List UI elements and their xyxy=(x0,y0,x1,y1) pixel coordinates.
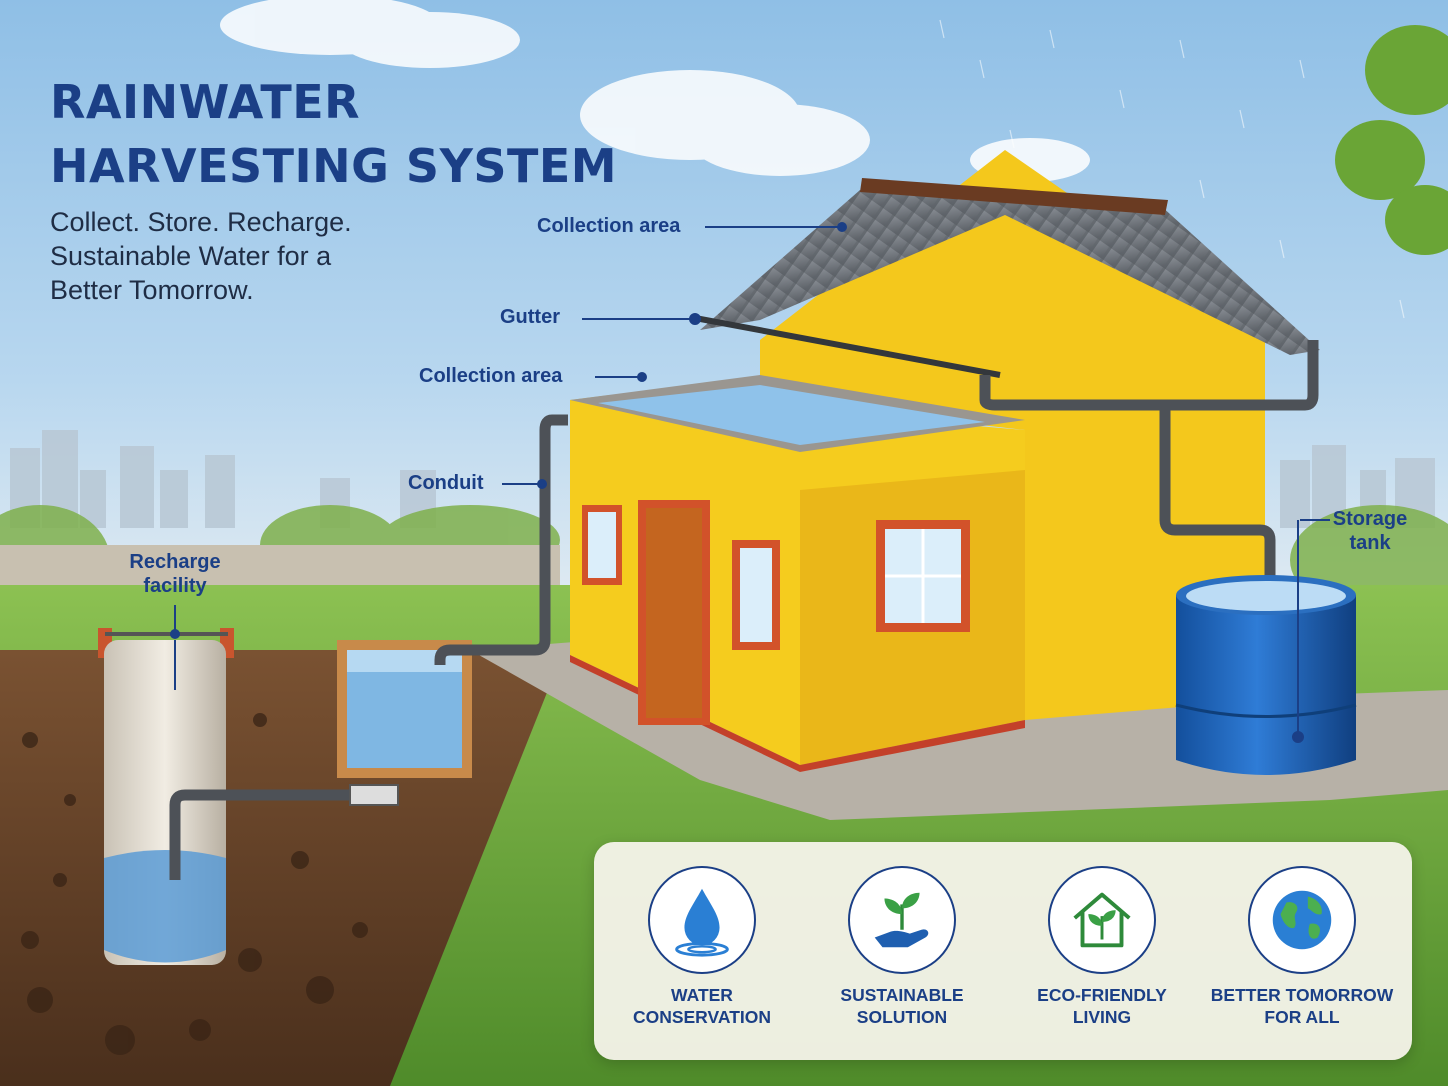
tagline-line-3: Better Tomorrow. xyxy=(50,275,254,305)
storage-label-line-1: Storage xyxy=(1332,508,1408,530)
tree-foliage xyxy=(1335,25,1448,255)
house xyxy=(570,150,1320,772)
water-drop-icon xyxy=(675,888,729,957)
label-terrace-collection-area: Collection area xyxy=(419,365,563,387)
page-title: RAINWATER HARVESTING SYSTEM xyxy=(50,70,650,198)
benefit-label: SUSTAINABLE SOLUTION xyxy=(800,984,1004,1028)
recharge-label-line-2: facility xyxy=(143,575,207,597)
benefit-water-conservation: WATER CONSERVATION xyxy=(600,842,804,1060)
benefit-label-line-1: BETTER TOMORROW xyxy=(1210,985,1394,1005)
benefit-label: WATER CONSERVATION xyxy=(600,984,804,1028)
tagline-line-1: Collect. Store. Recharge. xyxy=(50,207,352,237)
benefit-label-line-2: CONSERVATION xyxy=(632,1007,772,1027)
leader-lines xyxy=(174,222,1330,743)
tagline: Collect. Store. Recharge. Sustainable Wa… xyxy=(50,205,410,307)
benefit-label-line-2: SOLUTION xyxy=(856,1007,948,1027)
benefit-label-line-1: SUSTAINABLE xyxy=(840,985,964,1005)
roof xyxy=(700,190,1320,355)
conduit-pipe xyxy=(434,414,568,665)
benefit-label-line-1: WATER xyxy=(671,985,733,1005)
benefit-label: ECO-FRIENDLY LIVING xyxy=(1000,984,1204,1028)
benefit-icon-circle xyxy=(648,866,756,974)
label-gutter: Gutter xyxy=(500,306,560,328)
label-storage-tank: Storage tank xyxy=(1320,507,1420,555)
eco-house-icon xyxy=(1073,892,1131,948)
storage-tank xyxy=(1175,575,1357,775)
benefit-eco-friendly-living: ECO-FRIENDLY LIVING xyxy=(1000,842,1204,1060)
globe-icon xyxy=(1272,890,1332,950)
label-conduit: Conduit xyxy=(408,472,484,494)
label-recharge-facility: Recharge facility xyxy=(110,550,240,598)
title-line-1: RAINWATER xyxy=(50,75,361,129)
title-line-2: HARVESTING SYSTEM xyxy=(50,139,618,193)
label-roof-collection-area: Collection area xyxy=(537,215,681,237)
recharge-pipe xyxy=(169,789,355,880)
benefit-label-line-1: ECO-FRIENDLY xyxy=(1037,985,1167,1005)
pebbles xyxy=(21,713,368,1055)
filter-chamber xyxy=(337,640,472,778)
clouds xyxy=(220,0,1090,182)
benefit-icon-circle xyxy=(1048,866,1156,974)
downspout-pipe xyxy=(979,340,1319,595)
benefit-label-line-2: LIVING xyxy=(1072,1007,1132,1027)
benefit-icon-circle xyxy=(1248,866,1356,974)
tagline-line-2: Sustainable Water for a xyxy=(50,241,332,271)
benefits-panel: WATER CONSERVATION SUSTAINABLE SOLUTION xyxy=(594,842,1412,1060)
storage-label-line-2: tank xyxy=(1349,532,1391,554)
plant-in-hand-icon xyxy=(874,892,929,948)
recharge-well xyxy=(98,628,234,965)
benefit-sustainable-solution: SUSTAINABLE SOLUTION xyxy=(800,842,1004,1060)
benefit-icon-circle xyxy=(848,866,956,974)
city-skyline xyxy=(10,430,1435,528)
benefit-label-line-2: FOR ALL xyxy=(1264,1007,1340,1027)
benefit-better-tomorrow: BETTER TOMORROW FOR ALL xyxy=(1200,842,1404,1060)
benefit-label: BETTER TOMORROW FOR ALL xyxy=(1200,984,1404,1028)
recharge-label-line-1: Recharge xyxy=(129,551,221,573)
